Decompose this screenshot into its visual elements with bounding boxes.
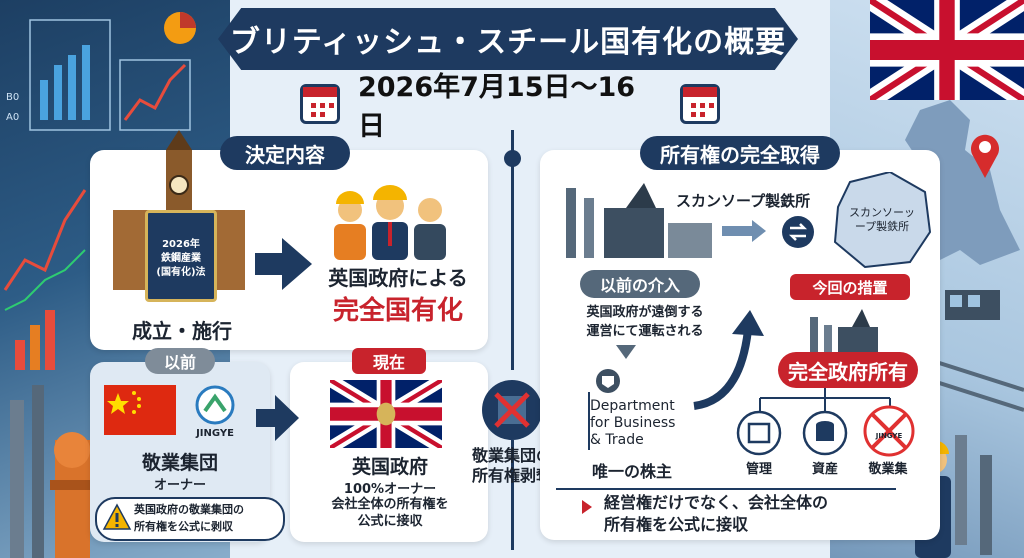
divider-dot <box>504 150 521 167</box>
assets-icon <box>802 410 848 456</box>
dept-line3: & Trade <box>590 432 644 448</box>
sole-shareholder: 唯一の株主 <box>592 462 673 481</box>
decorative-bar-chart <box>15 310 55 370</box>
law-caption: 成立・施行 <box>132 319 232 343</box>
warning-box <box>95 497 285 541</box>
now-label: 現在 <box>352 348 426 374</box>
warning-icon <box>102 503 132 530</box>
prior-label: 以前の介入 <box>580 270 700 298</box>
uk-flag-icon <box>870 0 1024 100</box>
decorative-line-chart <box>3 189 87 311</box>
workers-icon <box>334 185 446 260</box>
title-banner: ブリティッシュ・スチール国有化の概要 <box>218 8 798 70</box>
arrow-body <box>255 253 283 275</box>
dept-line2: for Business <box>590 415 676 431</box>
date-row: 2026年7月15日〜16日 <box>300 72 720 142</box>
railway-illustration <box>930 290 1024 412</box>
curved-arrow-icon <box>693 310 764 410</box>
bullet-icon <box>582 500 592 514</box>
icon-label-jingye: 敬業集 <box>868 462 908 477</box>
date-text: 2026年7月15日〜16日 <box>357 72 636 142</box>
arrow-right-icon <box>282 238 312 290</box>
arrow-right-icon <box>752 220 766 242</box>
factory-illustration-left <box>10 385 95 558</box>
arrow-body <box>256 409 276 427</box>
current-label: 今回の措置 <box>790 274 910 300</box>
calendar-icon <box>680 84 720 124</box>
result-line2: 完全国有化 <box>332 296 463 326</box>
before-owner-name: 敬業集団 <box>141 452 218 474</box>
now-owner-role: 100%オーナー <box>343 482 437 497</box>
dept-line1: Department <box>590 398 675 414</box>
icon-label-assets: 資産 <box>811 462 838 477</box>
prior-text: 英国政府が遠倒する 運営にて運転される <box>586 305 704 339</box>
plant-small-icon <box>810 309 878 353</box>
jingye-logo-icon <box>195 385 235 425</box>
arrow-down-icon <box>616 345 636 359</box>
map-illustration <box>833 172 932 268</box>
deprived-label: 敬業集団の 所有権剥奪 <box>471 446 552 485</box>
footer-text: 経営権だけでなく、会社全体の 所有権を公式に接収 <box>604 493 829 534</box>
law-book-icon <box>145 210 217 302</box>
jingye-logo-text: JINGYE <box>196 428 234 439</box>
page-title: ブリティッシュ・スチール国有化の概要 <box>229 25 787 60</box>
now-owner-note: 会社全体の所有権を 公式に接収 <box>331 497 449 529</box>
icon-label-management: 管理 <box>745 462 772 477</box>
deprived-icon <box>482 380 542 440</box>
decision-heading: 決定内容 <box>220 136 350 170</box>
warning-text: 英国政府の敬業集団の 所有権を公式に剥収 <box>134 503 244 533</box>
transfer-icon <box>782 216 814 248</box>
uk-flag-small-icon <box>330 380 442 448</box>
ownership-heading: 所有権の完全取得 <box>640 136 840 170</box>
chart-label-a0: A0 <box>6 112 20 123</box>
location-pin-icon <box>971 134 999 178</box>
arrow-body <box>722 226 752 236</box>
dept-rule <box>588 392 590 450</box>
jingye-small-text: JINGYE <box>875 432 903 440</box>
calendar-icon <box>300 84 340 124</box>
full-gov-badge: 完全政府所有 <box>778 352 918 388</box>
center-divider <box>511 130 514 370</box>
arrow-right-icon <box>275 395 299 441</box>
result-line1: 英国政府による <box>328 266 468 290</box>
law-book-title: 2026年 鉄鋼産業 (国有化)法 <box>156 239 206 278</box>
now-owner-name: 英国政府 <box>351 456 428 478</box>
steel-plant-icon <box>566 183 712 258</box>
jingye-removed-icon <box>863 405 915 457</box>
chart-label-b0: B0 <box>6 92 20 103</box>
china-flag-icon <box>104 385 176 435</box>
center-divider-bottom <box>511 440 514 550</box>
decorative-charts <box>29 12 196 131</box>
plant-name: スカンソープ製鉄所 <box>676 192 811 210</box>
management-icon <box>736 410 782 456</box>
footer-rule <box>556 488 896 490</box>
before-label: 以前 <box>145 348 215 374</box>
branch-lines <box>759 388 891 412</box>
before-owner-role: オーナー <box>153 478 206 493</box>
map-label: スカンソーッ ープ製鉄所 <box>849 206 915 233</box>
crest-icon <box>596 369 620 393</box>
